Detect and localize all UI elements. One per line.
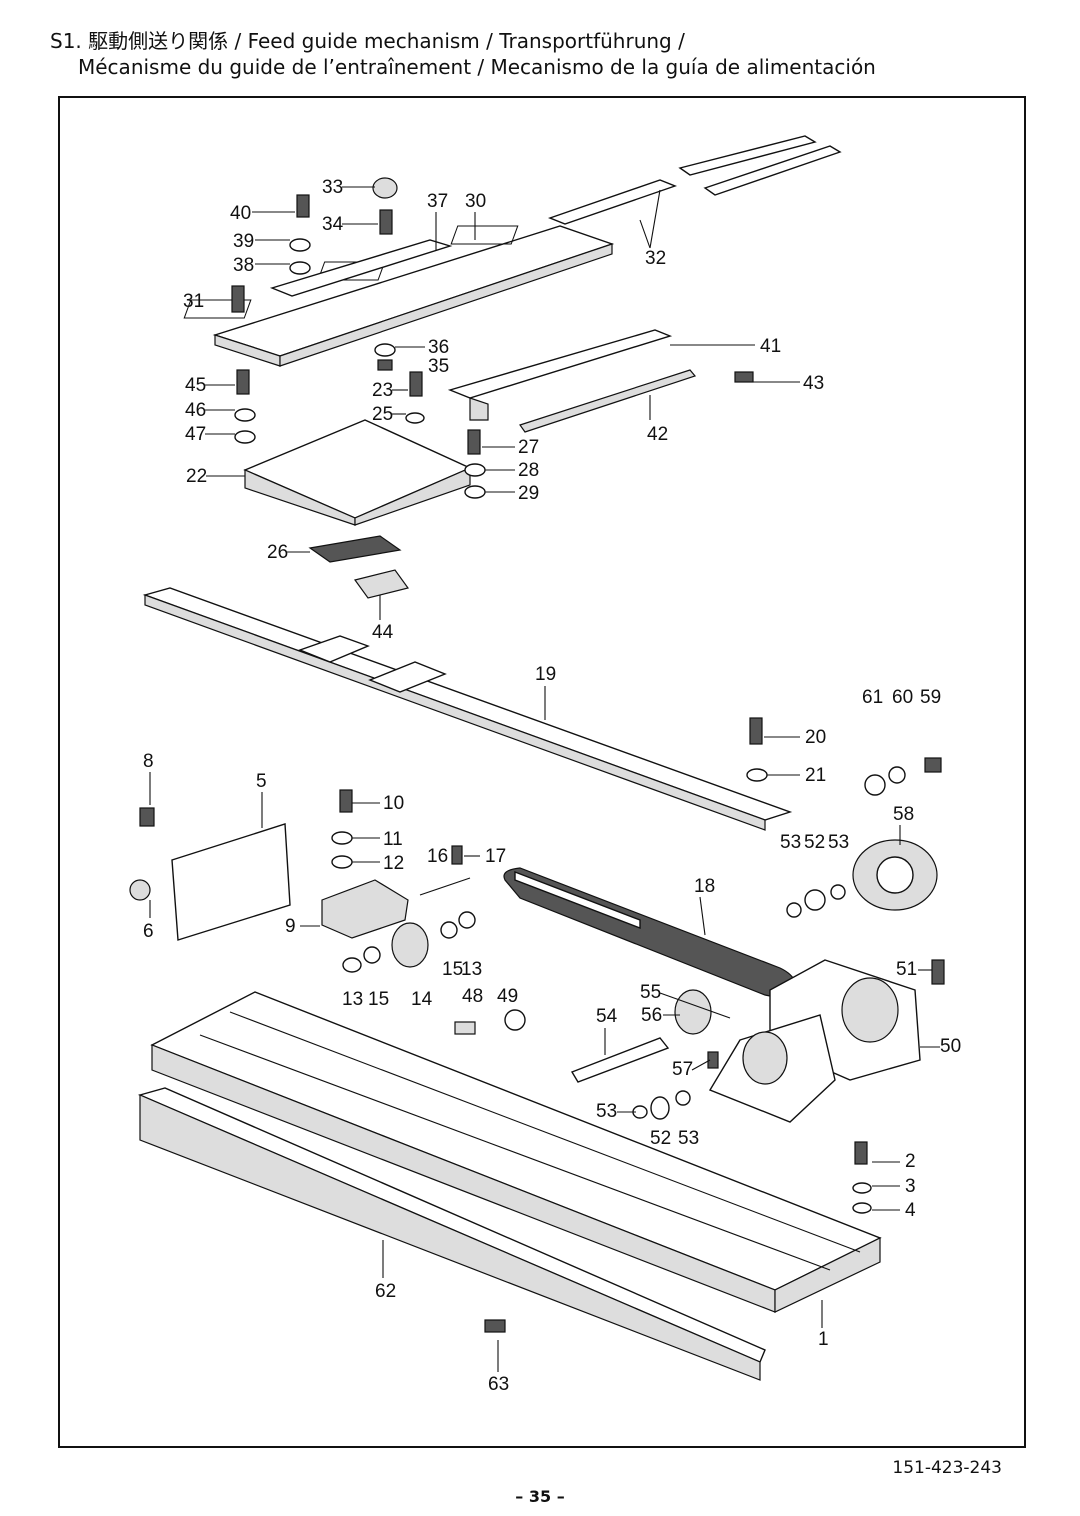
callout: 23 <box>372 380 393 401</box>
title-line-2: Mécanisme du guide de l’entraînement / M… <box>78 55 876 79</box>
callout: 37 <box>427 191 448 212</box>
bearing-housing-part <box>708 959 921 1123</box>
callout: 31 <box>183 291 204 312</box>
bracket-part <box>447 329 697 433</box>
callout: 46 <box>185 400 206 421</box>
page-title: S1. 駆動側送り関係 / Feed guide mechanism / Tra… <box>50 28 876 80</box>
callout: 19 <box>535 664 556 685</box>
leader-lines <box>149 186 940 1372</box>
callout: 47 <box>185 424 206 445</box>
callout: 44 <box>372 622 394 643</box>
callout: 9 <box>285 916 296 937</box>
title-line-1: S1. 駆動側送り関係 / Feed guide mechanism / Tra… <box>50 29 685 53</box>
callout: 21 <box>805 765 826 786</box>
callout: 13 <box>461 959 482 980</box>
callout: 48 <box>462 986 483 1007</box>
callout: 38 <box>233 255 254 276</box>
callout: 63 <box>488 1374 509 1395</box>
callout: 2 <box>905 1151 916 1172</box>
callout: 17 <box>485 846 506 867</box>
coupling-part <box>852 839 938 911</box>
cover-plate-part <box>171 823 291 941</box>
callout: 32 <box>645 248 666 269</box>
callout: 13 <box>342 989 363 1010</box>
callout: 6 <box>143 921 154 942</box>
callout: 35 <box>428 356 449 377</box>
callout: 11 <box>383 829 403 850</box>
page-number: – 35 – <box>515 1487 565 1506</box>
callout: 52 <box>804 832 825 853</box>
fasteners <box>129 177 945 1333</box>
callout: 54 <box>596 1006 618 1027</box>
callout: 45 <box>185 375 206 396</box>
strips-part <box>547 135 842 225</box>
callout: 16 <box>427 846 448 867</box>
callout: 53 <box>828 832 849 853</box>
callout: 5 <box>256 771 267 792</box>
callout: 40 <box>230 203 251 224</box>
timing-belt-part <box>503 867 797 1001</box>
callout: 59 <box>920 687 941 708</box>
callout: 26 <box>267 542 288 563</box>
slider-block-part <box>243 419 472 599</box>
callout: 30 <box>465 191 486 212</box>
callout: 58 <box>893 804 914 825</box>
callout: 53 <box>780 832 801 853</box>
callout: 14 <box>411 989 433 1010</box>
callout: 8 <box>143 751 154 772</box>
callout-labels: 33 40 37 30 34 39 38 32 31 36 35 41 45 2… <box>143 177 961 1395</box>
pulley-bracket-part <box>321 877 476 973</box>
callout: 18 <box>694 876 715 897</box>
diagram-frame <box>58 96 1026 1448</box>
callout: 10 <box>383 793 404 814</box>
callout: 51 <box>896 959 917 980</box>
callout: 12 <box>383 853 404 874</box>
callout: 55 <box>640 982 661 1003</box>
callout: 34 <box>322 214 344 235</box>
callout: 25 <box>372 404 393 425</box>
callout: 52 <box>650 1128 671 1149</box>
callout: 1 <box>818 1329 829 1350</box>
callout: 27 <box>518 437 539 458</box>
base-frame-part <box>150 991 882 1313</box>
callout: 33 <box>322 177 343 198</box>
callout: 56 <box>641 1005 662 1026</box>
top-plate-part <box>183 225 615 367</box>
callout: 60 <box>892 687 913 708</box>
callout: 53 <box>678 1128 699 1149</box>
callout: 61 <box>862 687 883 708</box>
callout: 42 <box>647 424 668 445</box>
callout: 36 <box>428 337 449 358</box>
callout: 57 <box>672 1059 693 1080</box>
callout: 41 <box>760 336 781 357</box>
callout: 4 <box>905 1200 916 1221</box>
callout: 20 <box>805 727 826 748</box>
callout: 53 <box>596 1101 617 1122</box>
callout: 15 <box>442 959 463 980</box>
callout: 39 <box>233 231 254 252</box>
drawing-code: 151-423-243 <box>892 1458 1002 1478</box>
callout: 28 <box>518 460 539 481</box>
callout: 62 <box>375 1281 396 1302</box>
callout: 15 <box>368 989 389 1010</box>
callout: 50 <box>940 1036 961 1057</box>
callout: 3 <box>905 1176 916 1197</box>
side-cover-part <box>137 1087 766 1381</box>
callout: 29 <box>518 483 539 504</box>
callout: 22 <box>186 466 207 487</box>
callout: 43 <box>803 373 824 394</box>
linear-rail-part <box>142 587 793 831</box>
callout: 49 <box>497 986 518 1007</box>
